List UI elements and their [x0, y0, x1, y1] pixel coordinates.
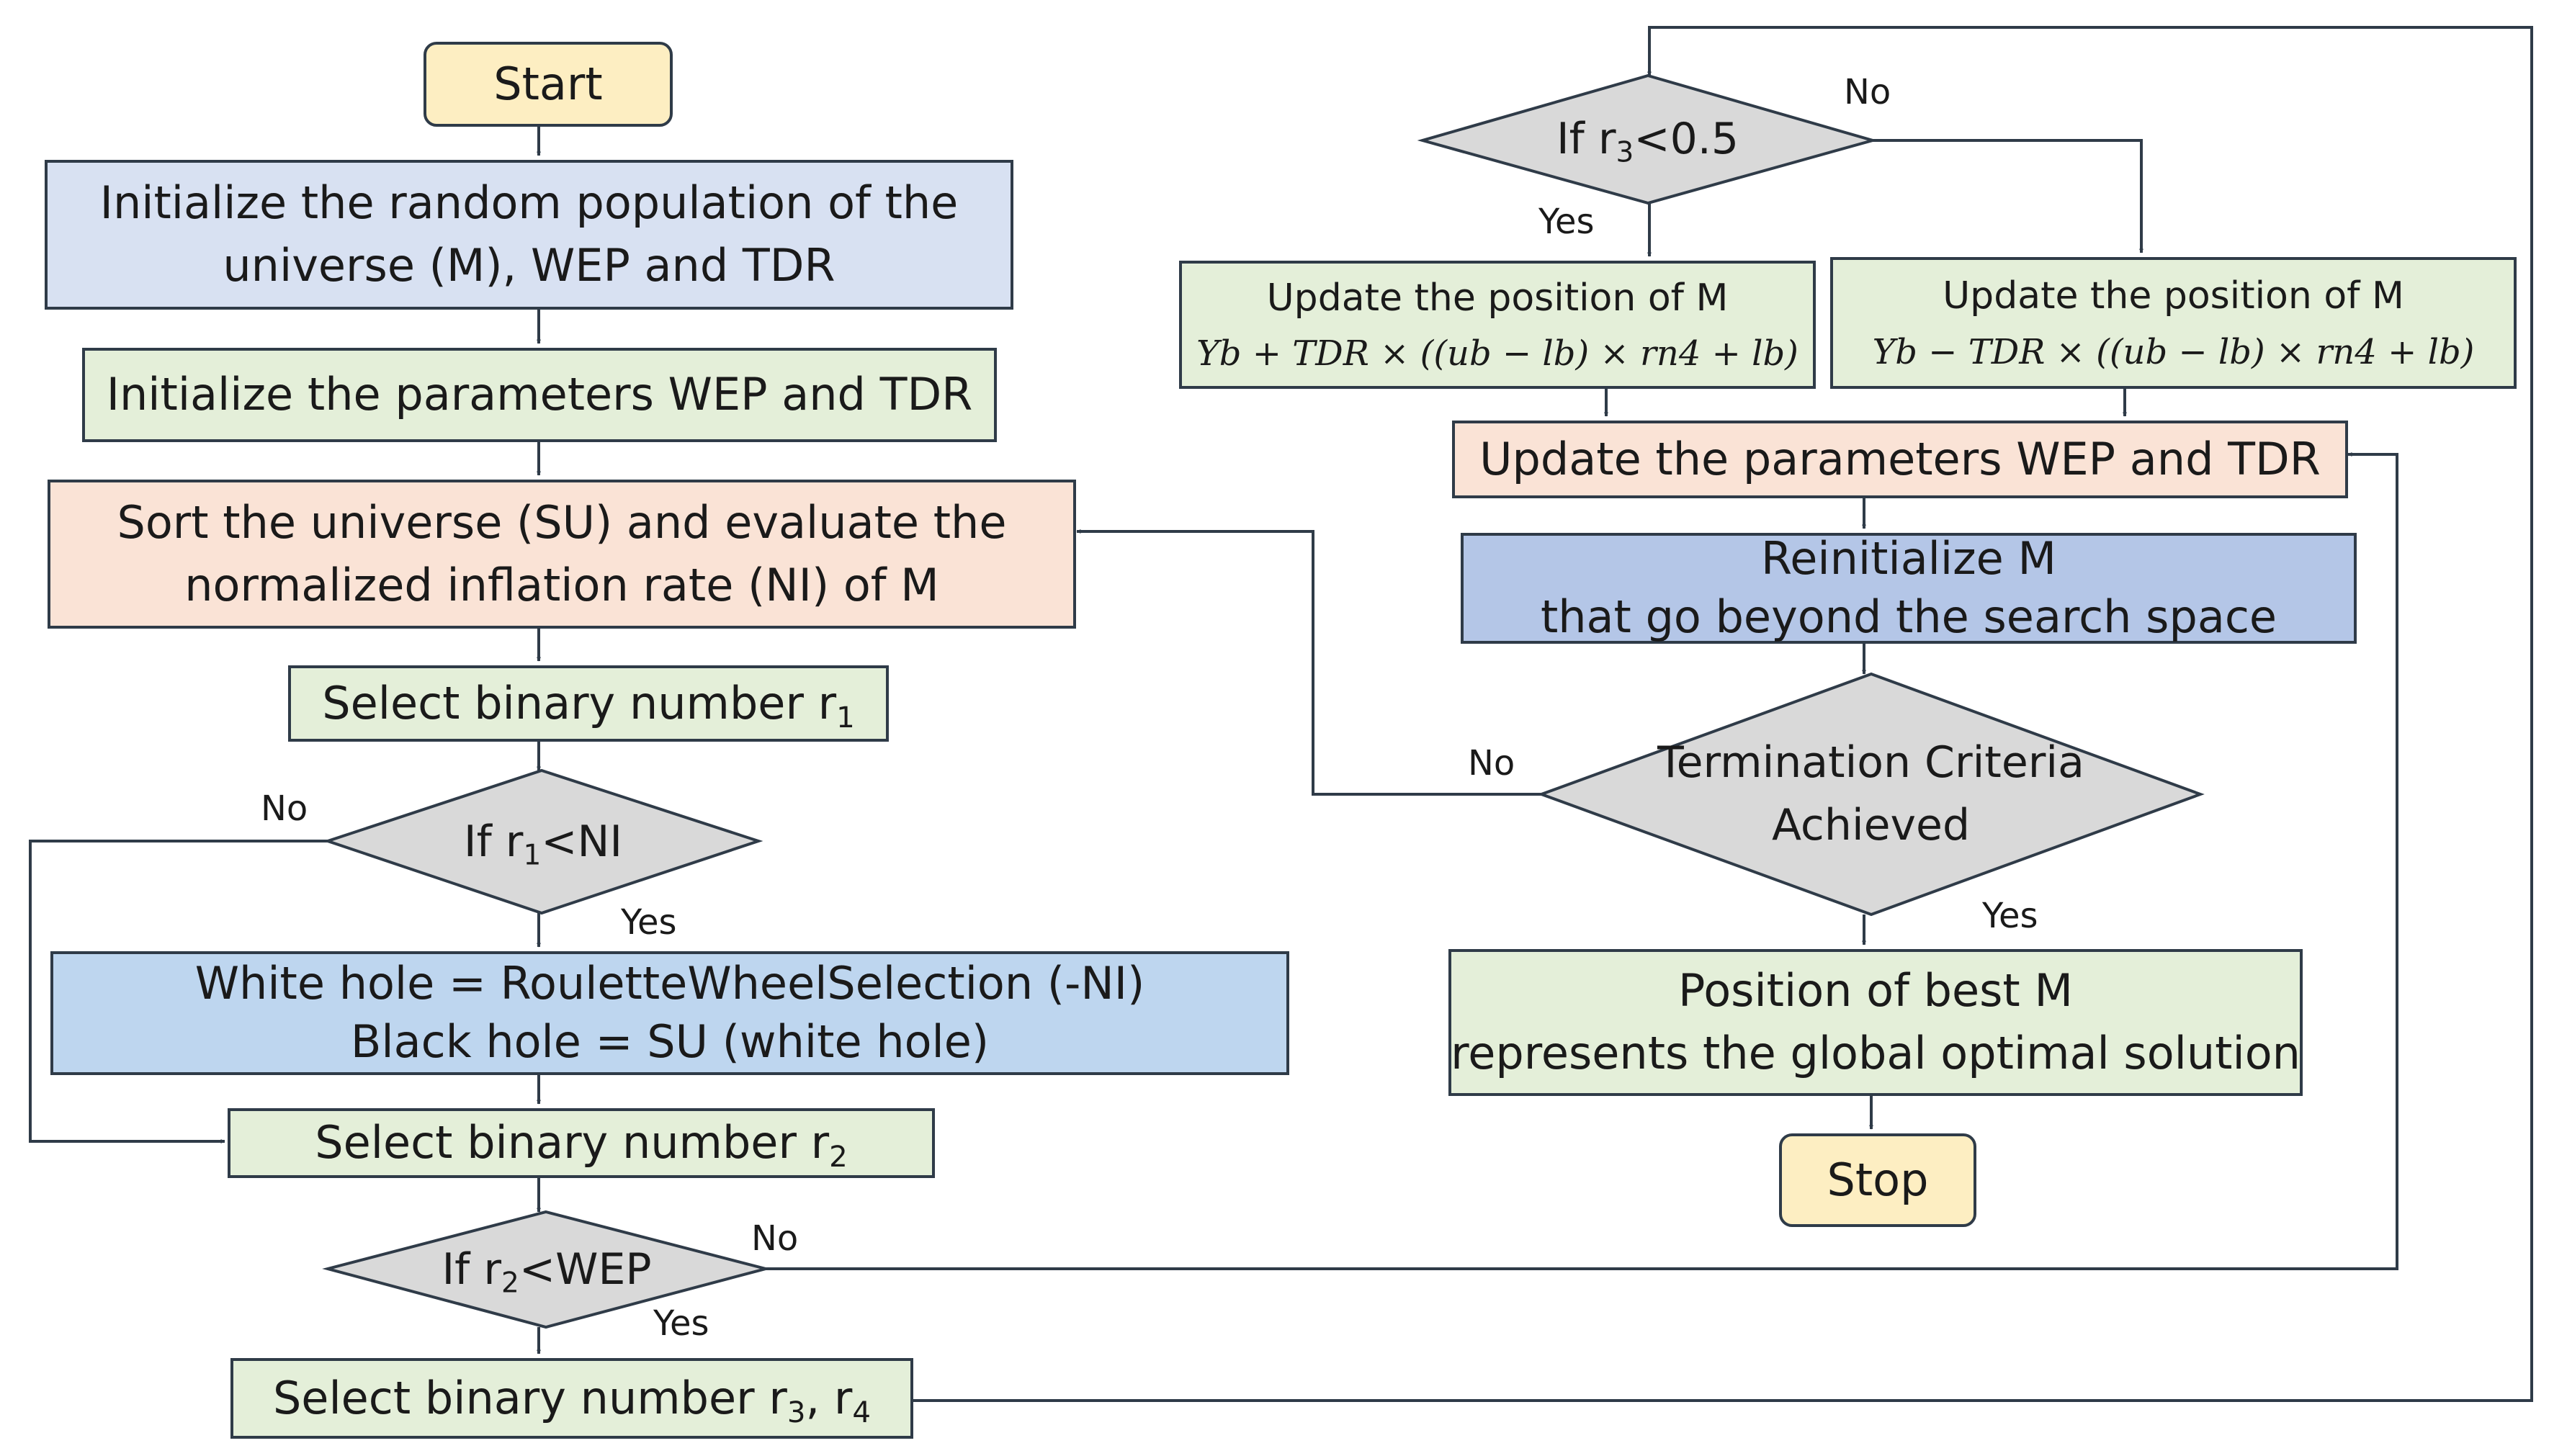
decision-termination-shape [1537, 672, 2205, 917]
init-params-box: Initialize the parameters WEP and TDR [82, 348, 997, 442]
decision-if-r2-text: If r2<WEP [442, 1244, 652, 1300]
init-params-label: Initialize the parameters WEP and TDR [106, 368, 973, 421]
update-params-label: Update the parameters WEP and TDR [1479, 432, 2321, 485]
arrow-ifr2-no [766, 452, 2398, 1270]
label-no-if-r2: No [751, 1218, 799, 1259]
init-population-line-1: Initialize the random population of the [99, 176, 959, 230]
decision-if-r3-text: If r3<0.5 [1556, 114, 1739, 169]
select-r3-r4-box: Select binary number r3, r4 [230, 1358, 913, 1439]
decision-if-r1-shape [323, 768, 763, 915]
label-yes-if-r1: Yes [621, 902, 677, 943]
decision-if-r2-shape [322, 1210, 771, 1329]
update-position-right-box: Update the position of M Yb − TDR × ((ub… [1830, 257, 2517, 389]
reinitialize-line-2: that go beyond the search space [1540, 590, 2277, 643]
sort-universe-line-1: Sort the universe (SU) and evaluate the [117, 495, 1007, 549]
arrow-r3r4-to-ifr3 [913, 26, 2533, 1402]
label-yes-if-r3: Yes [1538, 202, 1595, 242]
best-position-line-1: Position of best M [1678, 964, 2073, 1017]
label-yes-termination: Yes [1982, 896, 2038, 936]
decision-if-r1: If r1<NI [328, 770, 758, 913]
update-position-right-formula: Yb − TDR × ((ub − lb) × rn4 + lb) [1872, 331, 2475, 372]
best-position-box: Position of best M represents the global… [1448, 949, 2303, 1096]
select-r1-label: Select binary number r1 [322, 676, 855, 734]
roulette-line-1: White hole = RouletteWheelSelection (-NI… [194, 957, 1145, 1010]
stop-terminal: Stop [1779, 1133, 1976, 1227]
label-yes-if-r2: Yes [653, 1303, 709, 1344]
start-terminal: Start [424, 42, 673, 127]
start-label: Start [493, 57, 603, 110]
sort-universe-line-2: normalized inflation rate (NI) of M [184, 558, 939, 611]
update-position-right-title: Update the position of M [1943, 274, 2404, 318]
update-position-left-box: Update the position of M Yb + TDR × ((ub… [1179, 261, 1816, 389]
arrow-ifr3-no [1873, 139, 2143, 253]
arrow-ifr1-no [29, 840, 328, 1143]
decision-if-r1-text: If r1<NI [463, 816, 623, 872]
update-position-left-formula: Yb + TDR × ((ub − lb) × rn4 + lb) [1196, 333, 1798, 374]
select-r2-box: Select binary number r2 [228, 1108, 935, 1178]
roulette-line-2: Black hole = SU (white hole) [350, 1015, 990, 1068]
label-no-termination: No [1468, 743, 1515, 783]
termination-line-1: Termination Criteria [1657, 737, 2084, 788]
reinitialize-line-1: Reinitialize M [1760, 532, 2057, 585]
decision-if-r2: If r2<WEP [328, 1212, 766, 1327]
sort-universe-box: Sort the universe (SU) and evaluate the … [48, 480, 1076, 629]
select-r1-box: Select binary number r1 [288, 665, 889, 742]
decision-if-r3: If r3<0.5 [1423, 76, 1873, 203]
init-population-line-2: universe (M), WEP and TDR [223, 239, 836, 292]
init-population-box: Initialize the random population of the … [45, 160, 1013, 310]
reinitialize-box: Reinitialize M that go beyond the search… [1461, 532, 2357, 644]
select-r2-label: Select binary number r2 [315, 1116, 848, 1174]
decision-if-r3-shape [1417, 73, 1878, 205]
termination-line-2: Achieved [1771, 800, 1971, 850]
label-no-if-r1: No [261, 788, 308, 829]
select-r3-r4-label: Select binary number r3, r4 [272, 1371, 872, 1429]
update-position-left-title: Update the position of M [1266, 276, 1729, 320]
label-no-if-r3: No [1844, 72, 1891, 112]
decision-termination: Termination Criteria Achieved [1541, 674, 2200, 915]
arrow-term-no [1076, 529, 1541, 796]
roulette-selection-box: White hole = RouletteWheelSelection (-NI… [50, 951, 1289, 1075]
stop-label: Stop [1827, 1153, 1929, 1206]
update-params-box: Update the parameters WEP and TDR [1452, 421, 2348, 498]
best-position-line-2: represents the global optimal solution [1451, 1027, 2301, 1079]
